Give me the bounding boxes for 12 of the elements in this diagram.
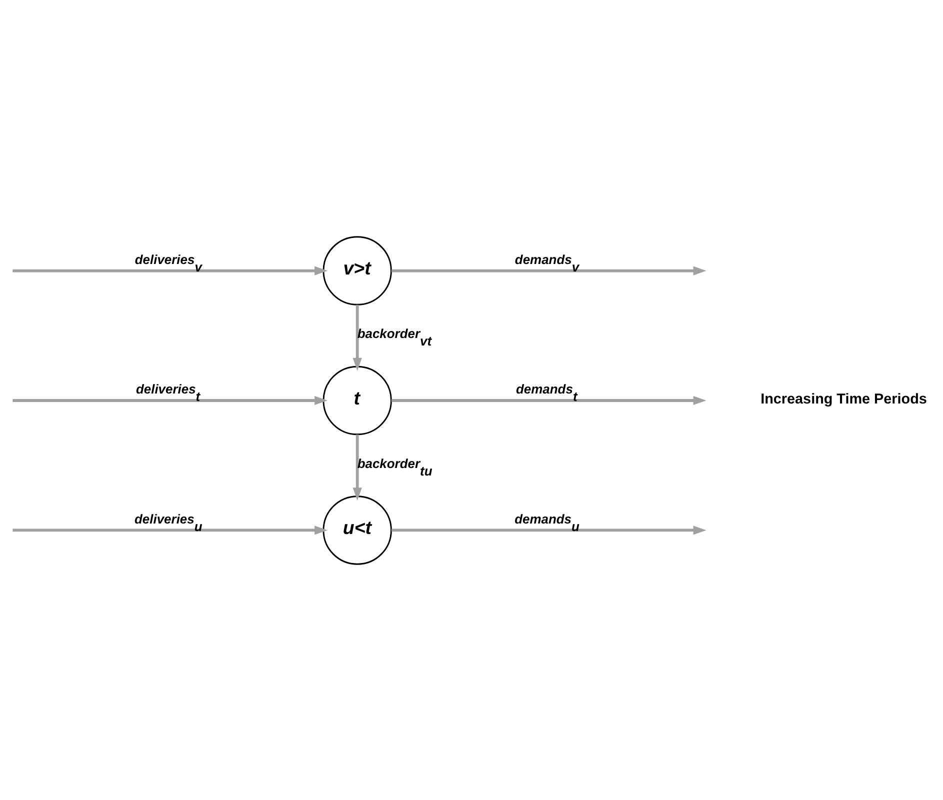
label: Increasing Time Periods [760,390,927,407]
arrow [352,434,362,500]
arrow [391,525,706,534]
arrow [12,525,328,534]
arrow [12,395,328,405]
arrow [12,266,328,275]
arrow [391,266,706,275]
node-circle: v>t [322,236,392,305]
arrow [391,395,706,405]
node-circle: u<t [322,495,392,564]
node-circle: t [322,365,392,435]
arrow [352,304,362,370]
